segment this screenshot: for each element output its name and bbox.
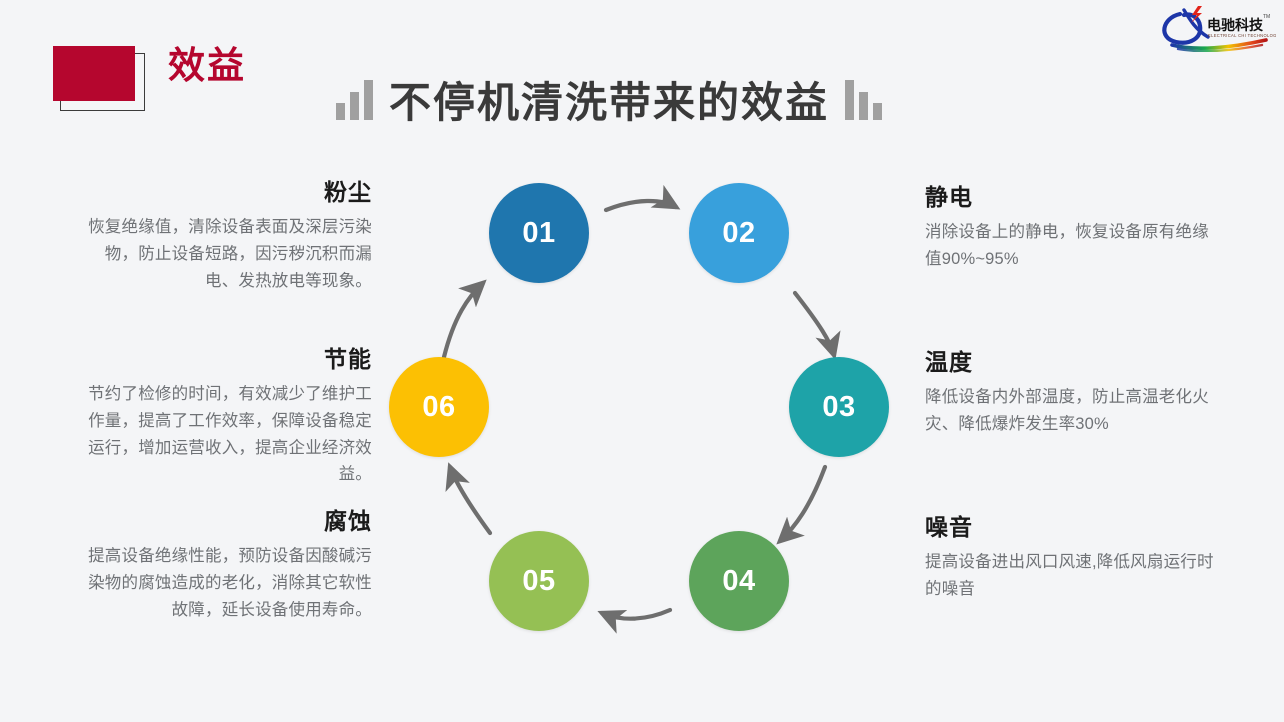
info-block-temperature: 温度 降低设备内外部温度，防止高温老化火灾、降低爆炸发生率30% xyxy=(925,349,1225,438)
info-block-temperature-title: 温度 xyxy=(925,349,973,375)
cycle-node-05[interactable]: 05 xyxy=(489,531,589,631)
header-section-label: 效益 xyxy=(168,45,246,86)
svg-text:电驰科技: 电驰科技 xyxy=(1207,17,1264,33)
info-block-static: 静电 消除设备上的静电，恢复设备原有绝缘值90%~95% xyxy=(925,184,1225,273)
info-block-dust-title: 粉尘 xyxy=(324,179,372,205)
cycle-diagram: 01 02 03 04 05 06 xyxy=(380,165,900,665)
info-block-static-title: 静电 xyxy=(925,184,973,210)
info-block-energy-title: 节能 xyxy=(324,346,372,372)
page-title-text: 不停机清洗带来的效益 xyxy=(389,79,830,126)
arrow-06-to-01 xyxy=(441,279,487,360)
arrow-04-to-05 xyxy=(597,607,673,634)
info-block-corrosion-title: 腐蚀 xyxy=(324,508,372,534)
cycle-node-04[interactable]: 04 xyxy=(689,531,789,631)
info-block-corrosion-body: 提高设备绝缘性能，预防设备因酸碱污染物的腐蚀造成的老化，消除其它软性故障，延长设… xyxy=(88,547,372,619)
header-badge-square xyxy=(53,46,135,101)
arrow-01-to-02 xyxy=(603,184,681,213)
info-block-energy-body: 节约了检修的时间，有效减少了维护工作量，提高了工作效率，保障设备稳定运行，增加运… xyxy=(88,385,372,484)
cycle-node-06[interactable]: 06 xyxy=(389,357,489,457)
svg-text:ELECTRICAL CHI TECHNOLOGY: ELECTRICAL CHI TECHNOLOGY xyxy=(1208,33,1276,38)
page-title: 不停机清洗带来的效益 xyxy=(336,66,883,126)
arrow-05-to-06 xyxy=(445,462,493,536)
info-block-temperature-body: 降低设备内外部温度，防止高温老化火灾、降低爆炸发生率30% xyxy=(925,388,1209,434)
arrow-02-to-03 xyxy=(792,290,841,360)
svg-text:TM: TM xyxy=(1263,14,1270,20)
info-block-noise-body: 提高设备进出风口风速,降低风扇运行时的噪音 xyxy=(925,553,1214,599)
info-block-corrosion: 腐蚀 提高设备绝缘性能，预防设备因酸碱污染物的腐蚀造成的老化，消除其它软性故障，… xyxy=(72,508,372,623)
cycle-node-02[interactable]: 02 xyxy=(689,183,789,283)
bar-chart-ascending-icon xyxy=(336,76,373,124)
info-block-dust: 粉尘 恢复绝缘值，清除设备表面及深层污染物，防止设备短路，因污秽沉积而漏电、发热… xyxy=(72,179,372,294)
cycle-node-03[interactable]: 03 xyxy=(789,357,889,457)
arrow-03-to-04 xyxy=(776,464,828,545)
cycle-node-01[interactable]: 01 xyxy=(489,183,589,283)
dianchi-technology-logo: 电驰科技 ELECTRICAL CHI TECHNOLOGY TM xyxy=(1150,4,1279,53)
info-block-static-body: 消除设备上的静电，恢复设备原有绝缘值90%~95% xyxy=(925,223,1209,269)
info-block-dust-body: 恢复绝缘值，清除设备表面及深层污染物，防止设备短路，因污秽沉积而漏电、发热放电等… xyxy=(88,218,372,290)
info-block-energy: 节能 节约了检修的时间，有效减少了维护工作量，提高了工作效率，保障设备稳定运行，… xyxy=(72,346,372,488)
bar-chart-descending-icon xyxy=(845,76,883,124)
info-block-noise: 噪音 提高设备进出风口风速,降低风扇运行时的噪音 xyxy=(925,514,1225,603)
info-block-noise-title: 噪音 xyxy=(925,514,973,540)
